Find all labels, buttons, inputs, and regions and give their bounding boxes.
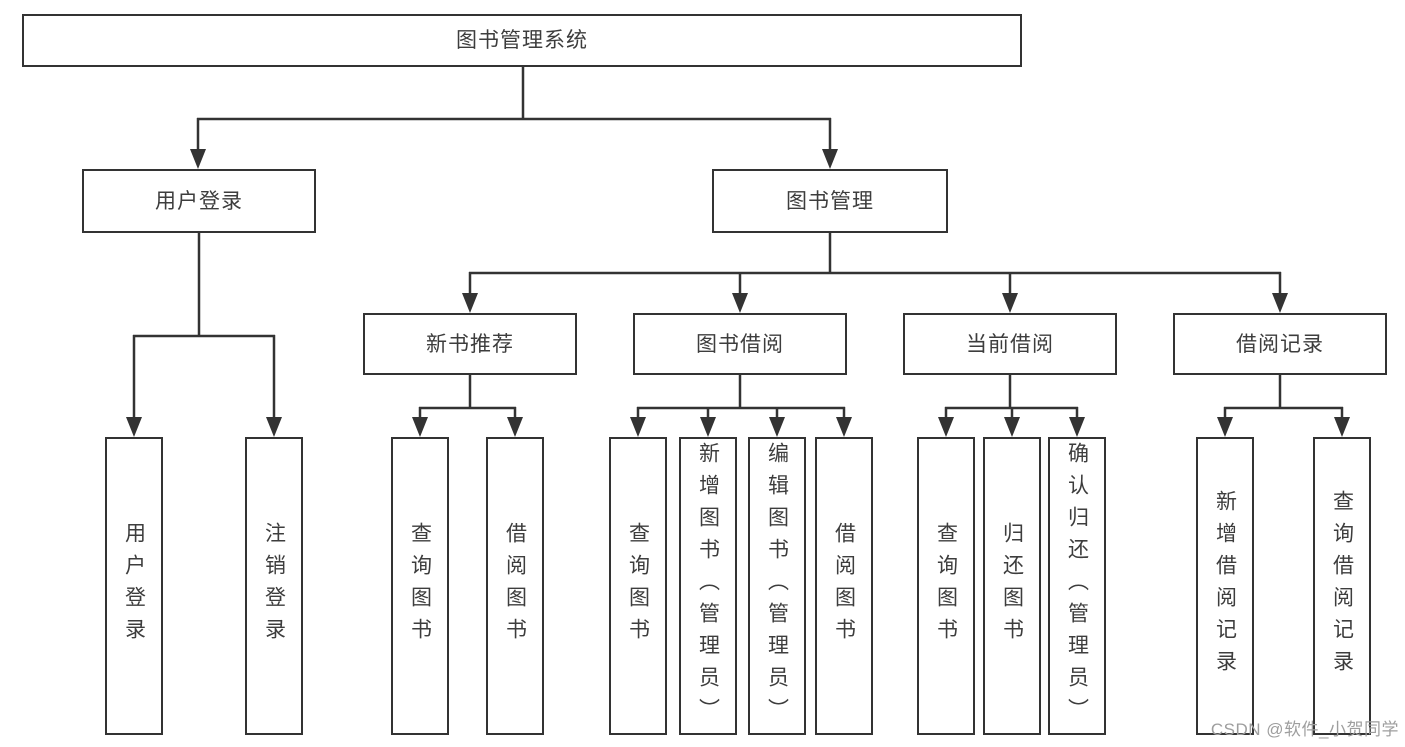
leaf-borrow-query-books-label: 查询图书 [626,522,650,650]
node-new-book-recommend: 新书推荐 [363,313,577,375]
leaf-user-login-label: 用户登录 [122,522,146,650]
leaf-confirm-return-admin: 确认归还（管理员） [1048,437,1106,735]
leaf-add-borrow-record-label: 新增借阅记录 [1213,490,1237,682]
node-current-borrow: 当前借阅 [903,313,1117,375]
leaf-recommend-query-books: 查询图书 [391,437,449,735]
leaf-borrow-query-books: 查询图书 [609,437,667,735]
leaf-recommend-borrow-books: 借阅图书 [486,437,544,735]
node-book-management-label: 图书管理 [786,189,874,213]
leaf-recommend-borrow-books-label: 借阅图书 [503,522,527,650]
node-borrow-records: 借阅记录 [1173,313,1387,375]
leaf-edit-books-admin-label: 编辑图书（管理员） [765,442,789,730]
leaf-borrow-books-label: 借阅图书 [832,522,856,650]
node-book-borrow-label: 图书借阅 [696,332,784,356]
node-new-book-recommend-label: 新书推荐 [426,332,514,356]
node-book-borrow: 图书借阅 [633,313,847,375]
node-borrow-records-label: 借阅记录 [1236,332,1324,356]
leaf-add-books-admin: 新增图书（管理员） [679,437,737,735]
leaf-borrow-books: 借阅图书 [815,437,873,735]
leaf-confirm-return-admin-label: 确认归还（管理员） [1065,442,1089,730]
leaf-logout-label: 注销登录 [262,522,286,650]
node-book-management: 图书管理 [712,169,948,233]
leaf-logout: 注销登录 [245,437,303,735]
node-user-login: 用户登录 [82,169,316,233]
leaf-query-borrow-record: 查询借阅记录 [1313,437,1371,735]
leaf-return-books-label: 归还图书 [1000,522,1024,650]
node-user-login-label: 用户登录 [155,189,243,213]
leaf-add-books-admin-label: 新增图书（管理员） [696,442,720,730]
leaf-current-query-books-label: 查询图书 [934,522,958,650]
node-current-borrow-label: 当前借阅 [966,332,1054,356]
leaf-current-query-books: 查询图书 [917,437,975,735]
csdn-watermark: CSDN @软件_小贺同学 [1210,720,1399,739]
leaf-query-borrow-record-label: 查询借阅记录 [1330,490,1354,682]
leaf-add-borrow-record: 新增借阅记录 [1196,437,1254,735]
node-root-label: 图书管理系统 [456,29,588,52]
leaf-user-login: 用户登录 [105,437,163,735]
node-root: 图书管理系统 [22,14,1022,67]
leaf-recommend-query-books-label: 查询图书 [408,522,432,650]
leaf-return-books: 归还图书 [983,437,1041,735]
leaf-edit-books-admin: 编辑图书（管理员） [748,437,806,735]
